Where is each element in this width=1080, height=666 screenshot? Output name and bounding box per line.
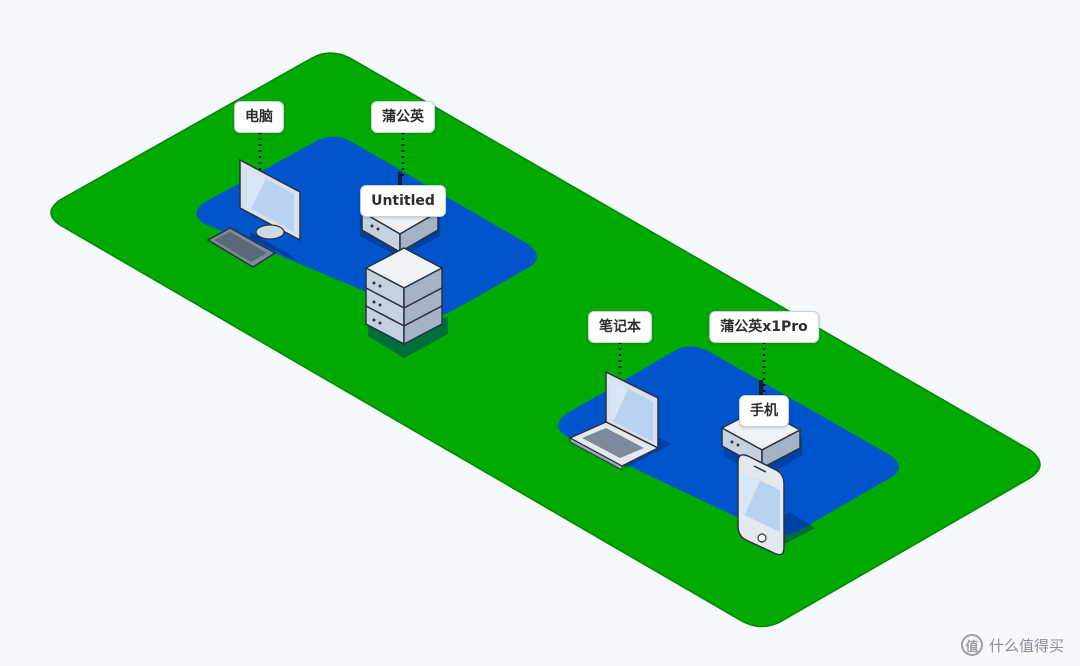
phone-icon	[737, 454, 815, 556]
pugongying-x1pro-label: 蒲公英x1Pro	[709, 311, 819, 343]
laptop-label: 笔记本	[588, 311, 652, 343]
desktop-computer-icon	[206, 158, 301, 268]
server-stack-icon	[364, 247, 448, 358]
laptop-icon	[568, 370, 672, 471]
pugongying-label: 蒲公英	[371, 101, 435, 133]
watermark-text: 什么值得买	[988, 636, 1064, 655]
watermark: 值 什么值得买	[960, 634, 1064, 656]
phone-label: 手机	[739, 395, 789, 427]
untitled-label: Untitled	[360, 185, 446, 217]
pc-label: 电脑	[234, 101, 284, 133]
zhide-logo-icon: 值	[960, 634, 983, 656]
outer-network-zone	[50, 52, 1041, 628]
